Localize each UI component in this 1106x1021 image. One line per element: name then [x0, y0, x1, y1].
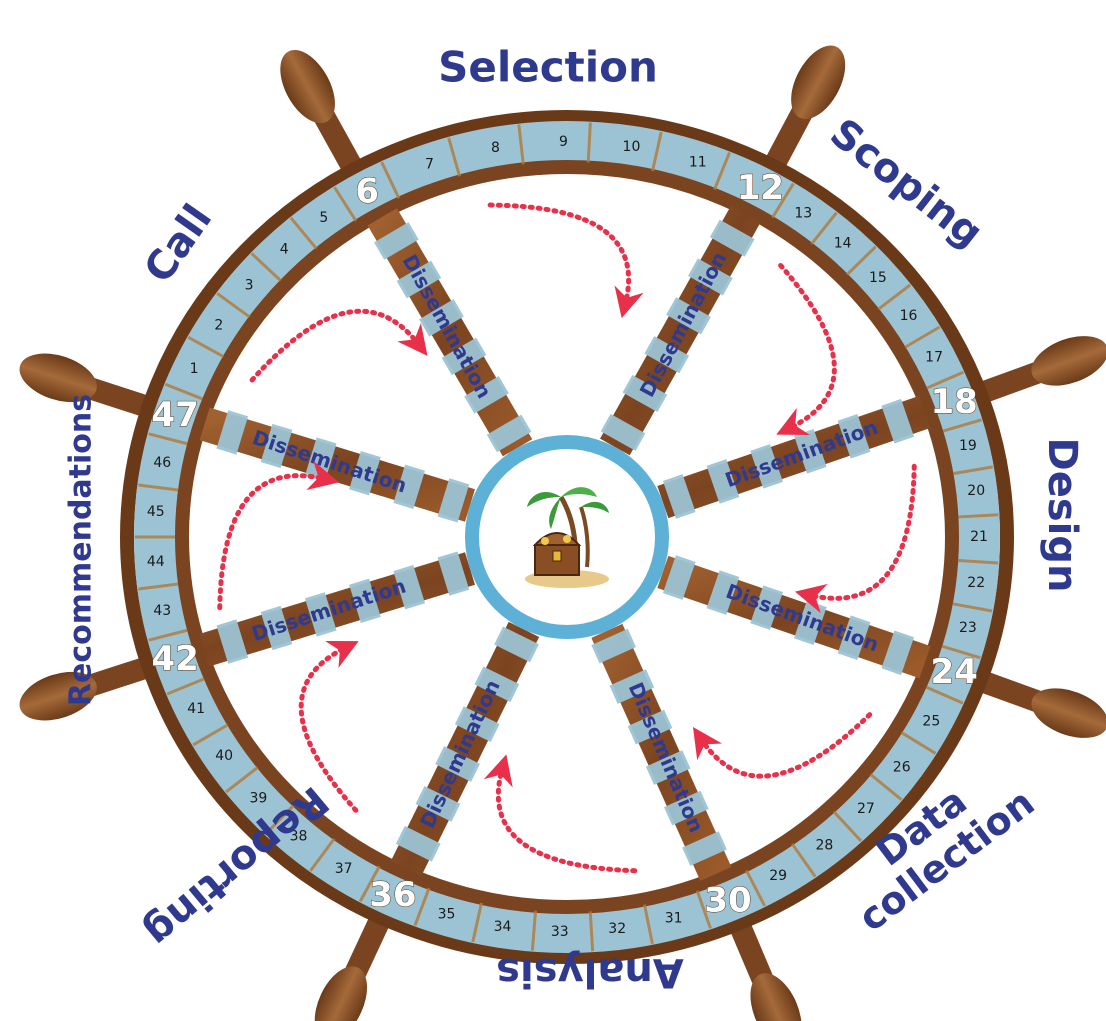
milestone-number: 47 [152, 395, 199, 435]
segment-number: 37 [335, 861, 353, 877]
segment-number: 39 [250, 791, 268, 807]
milestone-number: 24 [930, 652, 977, 692]
dissemination-label: Dissemination [635, 248, 732, 401]
stage-label-selection: Selection [438, 43, 658, 92]
segment-number: 34 [494, 919, 512, 935]
segment-number: 4 [280, 242, 289, 258]
milestone-number: 12 [737, 168, 784, 208]
segment-number: 35 [438, 907, 456, 923]
segment-number: 45 [147, 504, 165, 520]
segment-number: 46 [153, 455, 171, 471]
segment-number: 27 [857, 801, 875, 817]
stage-label-design: Design [1039, 438, 1085, 593]
segment-number: 20 [967, 483, 985, 499]
segment-number: 9 [559, 134, 568, 150]
segment-number: 8 [491, 140, 500, 156]
segment-number: 1 [190, 361, 199, 377]
segment-number: 33 [551, 924, 569, 940]
segment-number: 17 [925, 350, 943, 366]
stage-label-analysis: Analysis [496, 949, 684, 995]
segment-number: 5 [319, 210, 328, 226]
segment-number: 29 [769, 868, 787, 884]
milestone-number: 30 [704, 881, 751, 921]
segment-number: 11 [689, 154, 707, 170]
curved-arrow-icon [781, 265, 835, 428]
milestone-number: 18 [930, 382, 977, 422]
curved-arrow-icon [490, 205, 628, 304]
curved-arrow-icon [701, 715, 869, 777]
segment-number: 40 [215, 748, 233, 764]
milestone-number: 6 [355, 172, 379, 212]
segment-number: 43 [153, 603, 171, 619]
dissemination-label: Dissemination [624, 679, 709, 836]
dissemination-label: Dissemination [398, 250, 497, 402]
segment-number: 14 [834, 235, 852, 251]
dissemination-label: Dissemination [415, 676, 505, 832]
milestone-number: 42 [152, 639, 199, 679]
wheel-handle-knob [1025, 327, 1106, 396]
curved-arrow-icon [220, 476, 325, 608]
segment-number: 41 [187, 701, 205, 717]
segment-number: 10 [623, 139, 641, 155]
segment-number: 19 [959, 438, 977, 454]
hub [467, 437, 667, 637]
stage-label-call: Call [135, 196, 221, 291]
segment-number: 13 [794, 205, 812, 221]
segment-number: 16 [900, 308, 918, 324]
segment-number: 22 [967, 575, 985, 591]
segment-number: 44 [147, 554, 165, 570]
segment-number: 7 [425, 157, 434, 173]
segment-number: 15 [869, 270, 887, 286]
segment-number: 31 [665, 911, 683, 927]
curved-arrow-icon [810, 466, 915, 598]
segment-number: 23 [959, 620, 977, 636]
segment-number: 32 [608, 921, 626, 937]
segment-number: 2 [214, 318, 223, 334]
segment-number: 28 [815, 837, 833, 853]
curved-arrow-icon [498, 769, 634, 871]
wheel-handle-knob [1025, 679, 1106, 748]
stage-label-recommendations: Recommendations [64, 394, 99, 706]
segment-number: 25 [922, 713, 940, 729]
curved-arrow-icon [252, 311, 418, 380]
milestone-number: 36 [369, 875, 416, 915]
segment-number: 21 [970, 529, 988, 545]
segment-number: 26 [893, 759, 911, 775]
segment-number: 3 [245, 278, 254, 294]
